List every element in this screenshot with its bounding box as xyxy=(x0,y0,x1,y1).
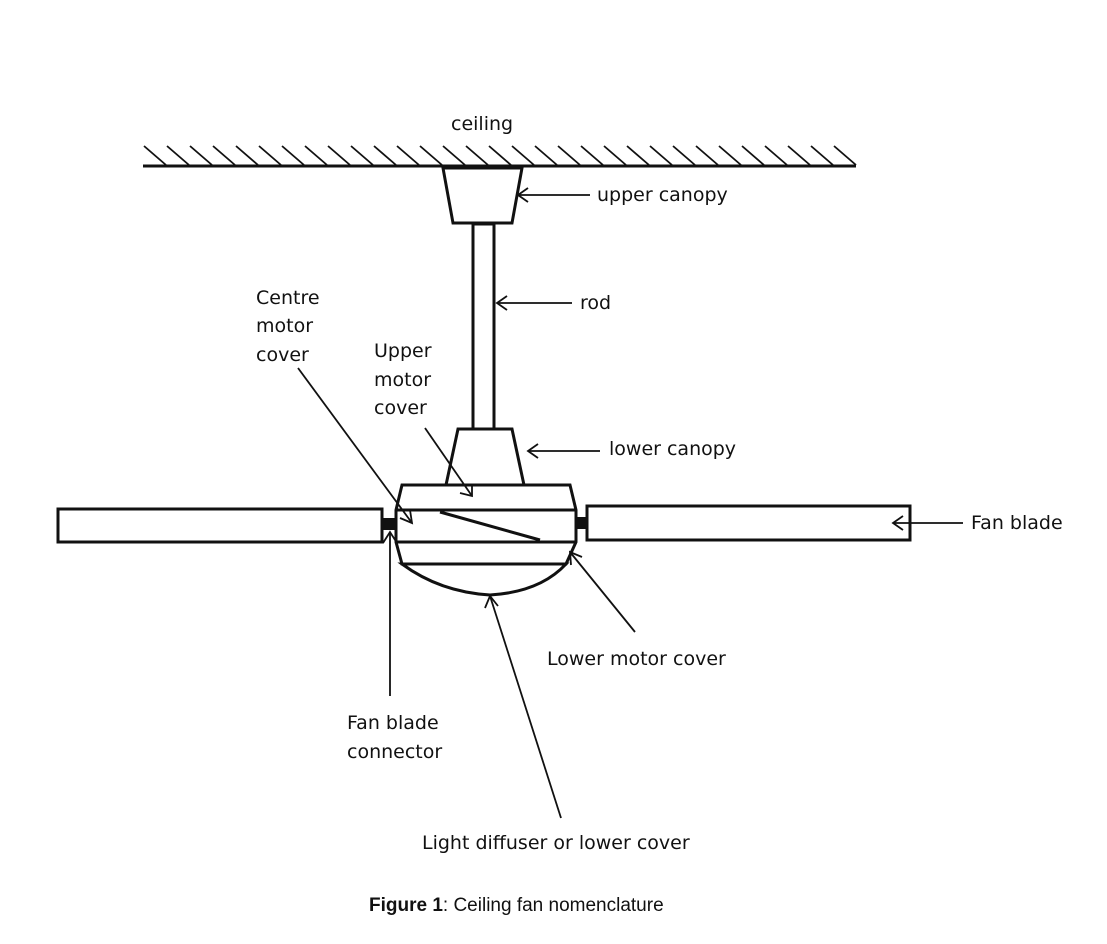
fan-blade-connector-left xyxy=(382,518,398,530)
label-ceiling: ceiling xyxy=(451,113,513,135)
label-centre-motor-cover-line2: motor xyxy=(256,315,313,337)
label-upper-motor-cover-line1: Upper xyxy=(374,340,432,362)
hatch-mark xyxy=(718,145,742,166)
hatch-mark xyxy=(327,145,351,166)
hatch-mark xyxy=(235,145,259,166)
hatch-mark xyxy=(672,145,696,166)
hatch-mark xyxy=(626,145,650,166)
hatch-mark xyxy=(764,145,788,166)
rod xyxy=(471,222,496,431)
ceiling-surface xyxy=(143,145,857,168)
upper-motor-cover-arrowhead xyxy=(459,484,473,498)
hatch-mark xyxy=(143,145,167,166)
hatch-mark xyxy=(281,145,305,166)
hatch-mark xyxy=(465,145,489,166)
motor-housing xyxy=(394,483,578,597)
hatch-mark xyxy=(534,145,558,166)
lower-motor-cover-leader xyxy=(569,551,636,633)
fan-blade-left xyxy=(56,507,384,544)
label-fan-blade-connector-line1: Fan blade xyxy=(347,712,439,734)
label-upper-motor-cover-line2: motor xyxy=(374,369,431,391)
fan-blade-arrowhead xyxy=(891,515,904,531)
label-fan-blade-connector-line2: connector xyxy=(347,741,442,763)
hatch-mark xyxy=(419,145,443,166)
figure-caption: Figure 1: Ceiling fan nomenclature xyxy=(369,895,664,916)
ceiling-hatching xyxy=(143,145,857,166)
hatch-mark xyxy=(603,145,627,166)
centre-motor-cover-arrowhead xyxy=(399,509,414,525)
label-fan-blade: Fan blade xyxy=(971,512,1063,534)
hatch-mark xyxy=(488,145,512,166)
label-light-diffuser: Light diffuser or lower cover xyxy=(422,832,690,854)
hatch-mark xyxy=(557,145,581,166)
hatch-mark xyxy=(810,145,834,166)
hatch-mark xyxy=(649,145,673,166)
label-lower-motor-cover: Lower motor cover xyxy=(547,648,726,670)
hatch-mark xyxy=(166,145,190,166)
upper-canopy-arrowhead xyxy=(516,187,529,203)
centre-motor-cover-leader xyxy=(297,367,413,524)
label-centre-motor-cover-line3: cover xyxy=(256,344,309,366)
centre-motor-cover-stripe-top xyxy=(439,510,541,542)
fan-blade-connector-arrowhead xyxy=(382,530,398,544)
rod-arrowhead xyxy=(495,295,508,311)
fan-blade-right xyxy=(585,504,912,542)
hatch-mark xyxy=(212,145,236,166)
label-rod: rod xyxy=(580,292,611,314)
hatch-mark xyxy=(304,145,328,166)
label-centre-motor-cover-line1: Centre xyxy=(256,287,320,309)
figure-caption-number: Figure 1 xyxy=(369,895,443,916)
label-upper-motor-cover-line3: cover xyxy=(374,397,427,419)
label-lower-canopy: lower canopy xyxy=(609,438,736,460)
light-diffuser-arrowhead xyxy=(484,594,499,609)
hatch-mark xyxy=(741,145,765,166)
hatch-mark xyxy=(373,145,397,166)
lower-canopy-arrowhead xyxy=(526,443,539,459)
hatch-mark xyxy=(787,145,811,166)
light-diffuser xyxy=(397,562,570,597)
label-upper-canopy: upper canopy xyxy=(597,184,728,206)
hatch-mark xyxy=(442,145,466,166)
upper-canopy xyxy=(441,166,524,225)
hatch-mark xyxy=(396,145,420,166)
hatch-mark xyxy=(189,145,213,166)
upper-motor-cover-leader xyxy=(424,427,473,497)
hatch-mark xyxy=(695,145,719,166)
hatch-mark xyxy=(258,145,282,166)
figure-caption-text: : Ceiling fan nomenclature xyxy=(443,895,664,916)
hatch-mark xyxy=(833,145,857,166)
hatch-mark xyxy=(511,145,535,166)
light-diffuser-leader xyxy=(489,595,562,819)
leader-lines xyxy=(297,187,963,819)
hatch-mark xyxy=(350,145,374,166)
lower-motor-cover-arrowhead xyxy=(568,550,583,566)
hatch-mark xyxy=(580,145,604,166)
